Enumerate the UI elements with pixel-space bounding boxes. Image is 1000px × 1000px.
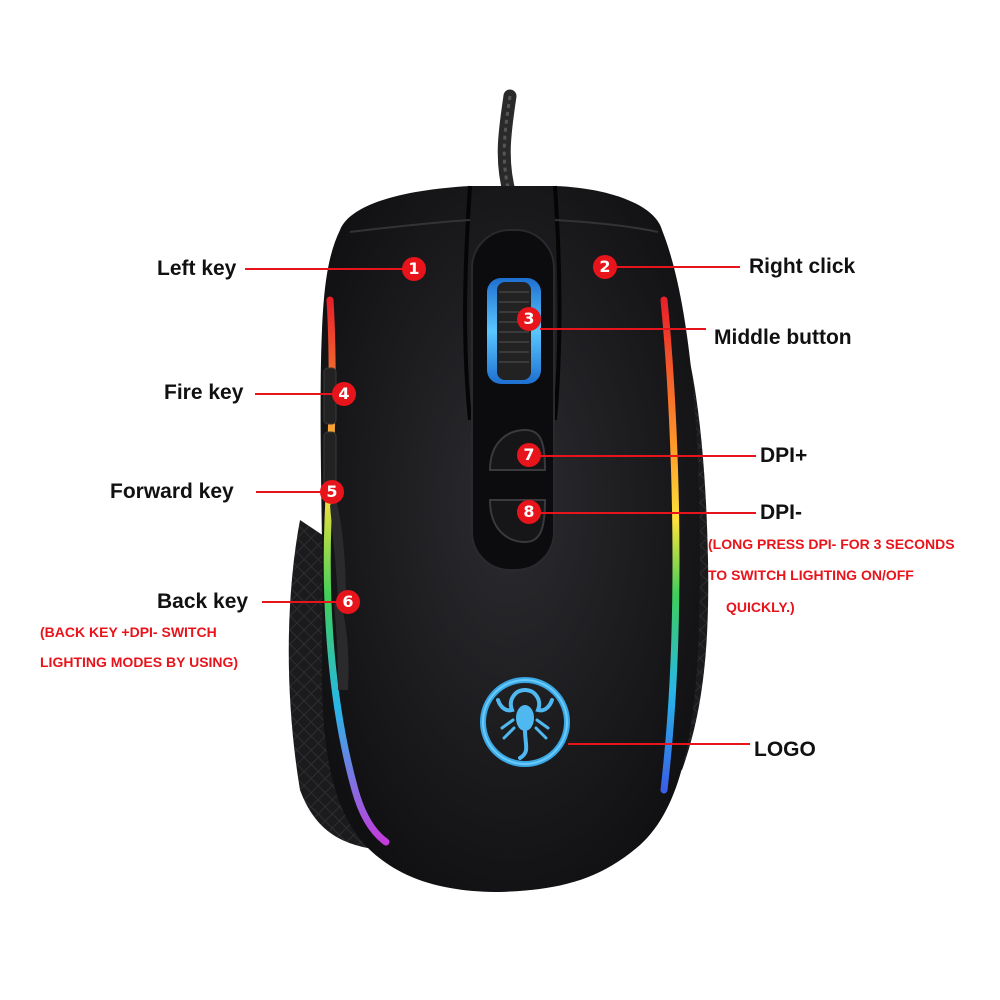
scorpion-logo-icon — [480, 677, 570, 767]
right-rgb-strip — [660, 296, 680, 794]
label-right-click: Right click — [749, 255, 856, 278]
leader-line-8 — [540, 512, 756, 514]
marker-4: 4 — [332, 382, 356, 406]
label-logo: LOGO — [754, 738, 816, 761]
marker-3: 3 — [517, 307, 541, 331]
leader-line-1 — [245, 268, 405, 270]
note-back-key-line-2: LIGHTING MODES BY USING) — [40, 654, 239, 670]
leader-line-5 — [256, 491, 322, 493]
marker-7: 7 — [517, 443, 541, 467]
marker-5: 5 — [320, 480, 344, 504]
back-side-button[interactable] — [334, 600, 349, 690]
leader-line-logo — [568, 743, 750, 745]
leader-line-3 — [540, 328, 706, 330]
leader-line-2 — [614, 266, 740, 268]
marker-6: 6 — [336, 590, 360, 614]
label-back-key: Back key — [157, 590, 249, 613]
note-dpi-minus-line-1: (LONG PRESS DPI- FOR 3 SECONDS — [708, 536, 955, 552]
leader-line-6 — [262, 601, 337, 603]
forward-side-button[interactable] — [330, 500, 346, 600]
label-middle-button: Middle button — [714, 326, 852, 349]
marker-2: 2 — [593, 255, 617, 279]
label-dpi-minus: DPI- — [760, 501, 802, 524]
label-fire-key: Fire key — [164, 381, 244, 404]
marker-8: 8 — [517, 500, 541, 524]
leader-line-4 — [255, 393, 333, 395]
note-back-key-line-1: (BACK KEY +DPI- SWITCH — [40, 624, 217, 640]
label-forward-key: Forward key — [110, 480, 234, 503]
label-left-key: Left key — [157, 257, 237, 280]
label-dpi-plus: DPI+ — [760, 444, 808, 467]
marker-1: 1 — [402, 257, 426, 281]
note-dpi-minus-line-3: QUICKLY.) — [726, 599, 795, 615]
note-dpi-minus-line-2: TO SWITCH LIGHTING ON/OFF — [708, 567, 914, 583]
leader-line-7 — [540, 455, 756, 457]
